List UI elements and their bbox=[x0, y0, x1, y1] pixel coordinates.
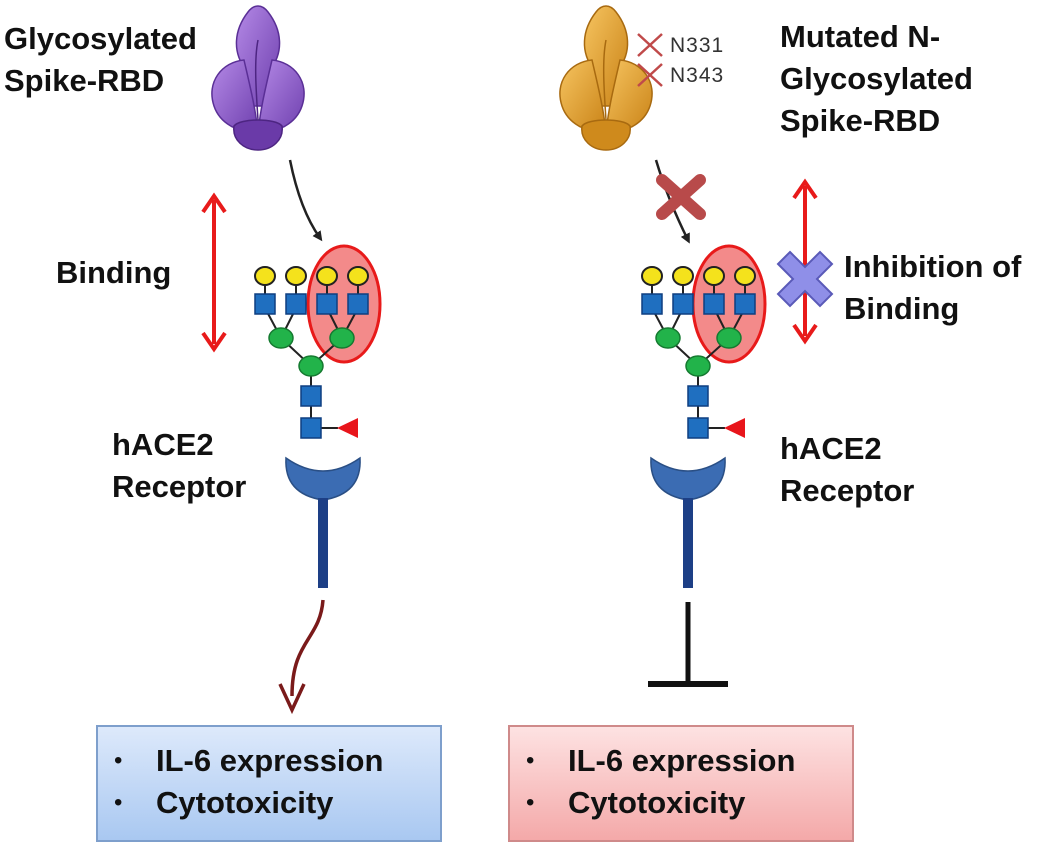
left-outcome-box: IL-6 expression Cytotoxicity bbox=[96, 725, 442, 842]
left-receptor-label-line-1: hACE2 bbox=[112, 427, 214, 462]
blocked-binding-x-icon bbox=[656, 174, 706, 220]
left-hace2-receptor bbox=[285, 456, 361, 588]
binding-label: Binding bbox=[56, 255, 172, 290]
inhibition-x-icon bbox=[776, 250, 834, 308]
right-receptor-label: hACE2 Receptor bbox=[780, 428, 914, 512]
left-spike-label-line-1: Glycosylated bbox=[4, 21, 197, 56]
left-outcome-item: IL-6 expression bbox=[98, 740, 440, 782]
right-signal-block bbox=[648, 602, 728, 687]
inhibition-label: Inhibition of Binding bbox=[844, 246, 1021, 330]
right-spike-label: Mutated N- Glycosylated Spike-RBD bbox=[780, 16, 973, 142]
left-approach-arrow bbox=[288, 159, 323, 242]
mutation-n343: N343 bbox=[670, 64, 725, 87]
left-glycan-tree bbox=[254, 244, 382, 439]
left-spike-protein bbox=[211, 5, 305, 151]
right-inhibited-binding-arrow bbox=[792, 178, 818, 345]
mutation-list: N331 N343 bbox=[670, 34, 724, 88]
left-outcome-item: Cytotoxicity bbox=[98, 782, 440, 824]
right-glycan-tree bbox=[641, 244, 767, 439]
right-outcome-item: Cytotoxicity bbox=[510, 782, 852, 824]
inhibition-label-line-1: Inhibition of bbox=[844, 249, 1022, 284]
mutation-x-marks bbox=[637, 33, 663, 87]
right-receptor-label-line-1: hACE2 bbox=[780, 431, 882, 466]
left-spike-label: Glycosylated Spike-RBD bbox=[4, 18, 197, 102]
inhibition-label-line-2: Binding bbox=[844, 291, 960, 326]
right-receptor-label-line-2: Receptor bbox=[780, 473, 915, 508]
right-outcome-box: IL-6 expression Cytotoxicity bbox=[508, 725, 854, 842]
left-receptor-label-line-2: Receptor bbox=[112, 469, 247, 504]
left-signal-arrow bbox=[278, 599, 325, 715]
right-spike-label-line-3: Spike-RBD bbox=[780, 103, 941, 138]
left-spike-label-line-2: Spike-RBD bbox=[4, 63, 165, 98]
right-hace2-receptor bbox=[650, 456, 726, 588]
left-binding-arrow bbox=[201, 192, 227, 353]
right-spike-label-line-2: Glycosylated bbox=[780, 61, 973, 96]
right-outcome-item: IL-6 expression bbox=[510, 740, 852, 782]
right-spike-protein bbox=[559, 5, 653, 151]
mutation-n331: N331 bbox=[670, 34, 725, 57]
right-spike-label-line-1: Mutated N- bbox=[780, 19, 941, 54]
left-receptor-label: hACE2 Receptor bbox=[112, 424, 246, 508]
